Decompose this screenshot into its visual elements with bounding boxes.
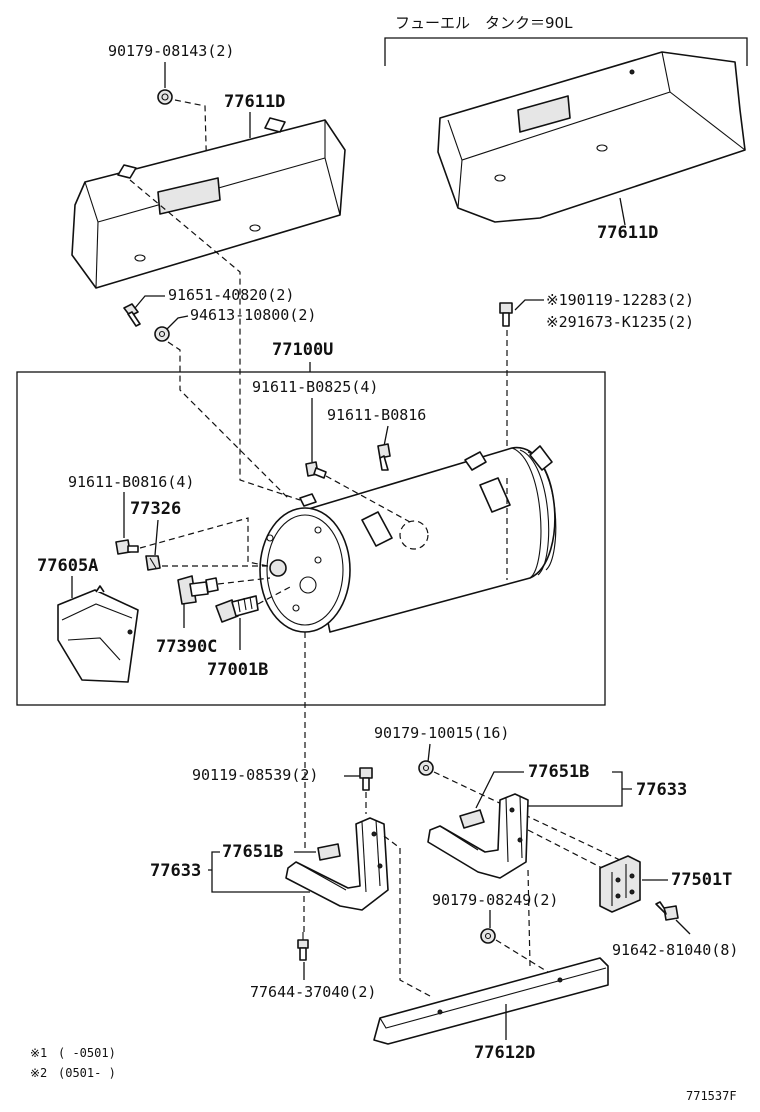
bolt-91611-b0816-a (377, 443, 391, 471)
bracket-77633-right-part (427, 793, 529, 879)
dash-77633l-to-77612d (383, 835, 431, 997)
fuel-tank (259, 445, 557, 633)
dash-b0825-to-tank (325, 475, 411, 523)
part-77001b-gauge (215, 595, 259, 623)
footnote-1-mark: ※1 (30, 1046, 47, 1060)
dash-nut-to-protector (174, 99, 209, 223)
filler-inlet-dashed-circle (399, 520, 429, 550)
bolt-90119-08539 (359, 767, 373, 791)
part-77605a-guard (57, 585, 139, 683)
dash-protector-to-tank (129, 179, 301, 501)
leader-91642-81040 (675, 919, 691, 935)
label-77651b-right: 77651B (528, 762, 589, 782)
dash-77390c-to-tank (217, 577, 271, 585)
bolt-91611-b0816-b (115, 539, 139, 555)
bolt-91611-b0825 (305, 461, 327, 479)
dash-washer-to-tank (167, 341, 291, 501)
bracket-77633-left (208, 851, 310, 893)
label-91611-b0825: 91611-B0825(4) (252, 378, 378, 396)
label-91611-b0816-a: 91611-B0816 (327, 406, 426, 424)
bracket-77633-left-part (285, 817, 389, 911)
label-77633-left: 77633 (150, 861, 201, 881)
label-91611-b0816-b: 91611-B0816(4) (68, 473, 194, 491)
bolt-91651-40820 (123, 303, 141, 327)
footnote-2-text: (0501- ) (58, 1066, 116, 1080)
nut-90179-10015 (418, 760, 434, 776)
note-bracket (384, 37, 748, 66)
label-77390c: 77390C (156, 637, 217, 657)
washer-94613-10800 (154, 326, 170, 342)
footnote-2-mark: ※2 (30, 1066, 47, 1080)
dash-77001b-to-tank (257, 585, 293, 605)
dash-b0816-to-tank (139, 517, 269, 567)
label-77501t: 77501T (671, 870, 732, 890)
part-77390c (177, 575, 219, 605)
nut-90179-08143 (157, 89, 173, 105)
label-90119-08539: 90119-08539(2) (192, 766, 318, 784)
part-77501t-plate (599, 855, 641, 913)
label-77326: 77326 (130, 499, 181, 519)
leader-77651b-right (475, 771, 524, 809)
label-77633-right: 77633 (636, 780, 687, 800)
leader-77611d-right (619, 197, 626, 226)
part-77326 (145, 555, 161, 571)
label-91642-81040: 91642-81040(8) (612, 941, 738, 959)
bolt-77644-37040 (297, 932, 309, 961)
label-77644-37040: 77644-37040(2) (250, 983, 376, 1001)
nut-90179-08249 (480, 928, 496, 944)
label-91673-k1235: ※291673-K1235(2) (546, 313, 694, 331)
protector-left (71, 117, 346, 289)
bracket-77633-right (612, 771, 632, 807)
label-77100u: 77100U (272, 340, 333, 360)
label-94613-10800: 94613-10800(2) (190, 306, 316, 324)
protector-right (437, 51, 746, 223)
leader-right-top-bolt (514, 299, 544, 311)
label-77612d: 77612D (474, 1043, 535, 1063)
note-title: フューエル タンク＝90L (395, 14, 573, 32)
rail-77612d (373, 957, 609, 1045)
dash-77633r-to-77612d (527, 869, 531, 967)
label-90179-08143: 90179-08143(2) (108, 42, 234, 60)
label-77651b-left: 77651B (222, 842, 283, 862)
leader-94613-10800 (165, 315, 189, 331)
leader-90179-10015 (427, 743, 431, 763)
label-77611d-right: 77611D (597, 223, 658, 243)
dash-nut-to-77612d (495, 939, 549, 973)
label-77605a: 77605A (37, 556, 98, 576)
bolt-91642-81040 (655, 901, 679, 921)
label-77001b: 77001B (207, 660, 268, 680)
leader-77326 (154, 519, 159, 556)
dash-77633r-to-77501t (527, 829, 607, 871)
label-90179-08249: 90179-08249(2) (432, 891, 558, 909)
label-190119-12283: ※190119-12283(2) (546, 291, 694, 309)
bolt-190119-12283 (499, 302, 513, 327)
leader-91611-b0816-a (383, 425, 389, 447)
label-90179-10015: 90179-10015(16) (374, 724, 509, 742)
label-91651-40820: 91651-40820(2) (168, 286, 294, 304)
label-77611d-left: 77611D (224, 92, 285, 112)
footnote-1-text: ( -0501) (58, 1046, 116, 1060)
figure-id: 771537F (686, 1089, 737, 1103)
tank-assembly-box (16, 371, 606, 706)
leader-91651-40820 (134, 295, 165, 309)
